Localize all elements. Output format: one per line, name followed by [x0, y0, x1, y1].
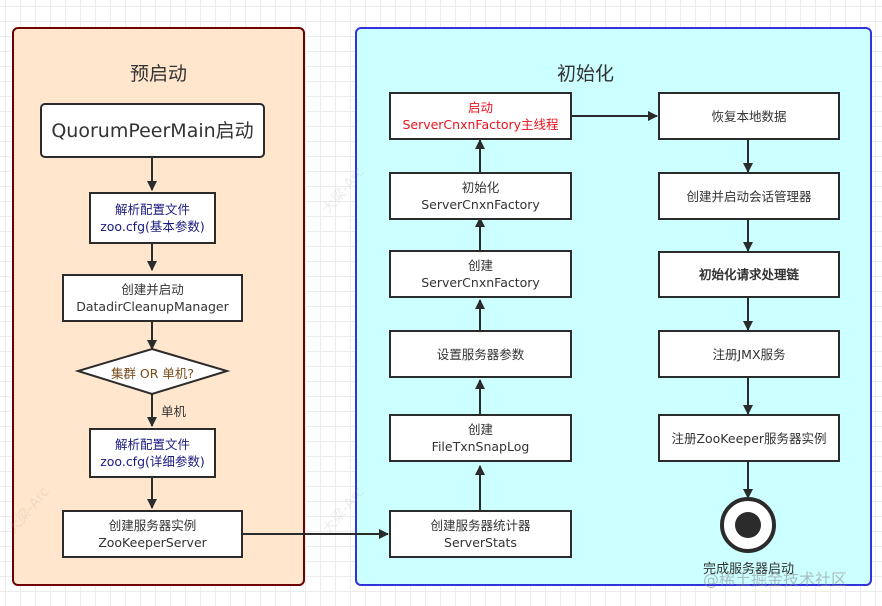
node-label: DatadirCleanupManager: [76, 299, 229, 314]
node-label: 启动: [467, 100, 493, 115]
node-parse-config-basic: 解析配置文件 zoo.cfg(基本参数): [89, 192, 216, 244]
node-request-processor-chain: 初始化请求处理链: [658, 251, 840, 298]
node-label: 注册ZooKeeper服务器实例: [671, 430, 827, 446]
node-register-jmx: 注册JMX服务: [658, 330, 840, 378]
node-create-server-stats: 创建服务器统计器 ServerStats: [389, 510, 572, 558]
node-register-zk-instance: 注册ZooKeeper服务器实例: [658, 414, 840, 462]
node-label: 解析配置文件: [114, 437, 190, 452]
node-create-filetxnsnaplog: 创建 FileTxnSnapLog: [389, 414, 572, 462]
end-node-label: 完成服务器启动: [703, 562, 795, 577]
node-label: ServerCnxnFactory: [421, 197, 540, 212]
init-title: 初始化: [557, 63, 615, 85]
node-label: QuorumPeerMain启动: [51, 119, 254, 142]
node-label: 恢复本地数据: [711, 108, 787, 124]
node-quorum-peer-main: QuorumPeerMain启动: [40, 103, 265, 158]
node-label: 初始化: [461, 180, 500, 195]
node-label: 创建服务器实例: [108, 518, 197, 533]
node-create-zk-server: 创建服务器实例 ZooKeeperServer: [62, 510, 243, 558]
node-parse-config-detail: 解析配置文件 zoo.cfg(详细参数): [89, 428, 216, 478]
node-restore-local-data: 恢复本地数据: [658, 92, 840, 140]
node-label: 解析配置文件: [114, 202, 190, 217]
node-label: 创建: [467, 422, 493, 437]
node-label: 创建服务器统计器: [430, 518, 531, 533]
node-label: ZooKeeperServer: [98, 535, 207, 550]
node-set-server-params: 设置服务器参数: [389, 330, 572, 378]
node-label: ServerStats: [444, 535, 517, 550]
node-label: 注册JMX服务: [712, 346, 786, 362]
node-label: 创建并启动: [121, 282, 184, 297]
node-label: zoo.cfg(详细参数): [100, 454, 205, 469]
site-watermark: @稀土掘金技术社区: [703, 570, 848, 589]
edge-label-standalone: 单机: [161, 404, 187, 419]
node-create-cnxn-factory: 创建 ServerCnxnFactory: [389, 250, 572, 298]
node-datadir-cleanup: 创建并启动 DatadirCleanupManager: [62, 274, 243, 322]
prestart-title: 预启动: [129, 63, 187, 85]
node-label: zoo.cfg(基本参数): [100, 219, 205, 234]
node-start-cnxn-factory: 启动 ServerCnxnFactory主线程: [389, 92, 572, 140]
node-label: 创建: [467, 258, 493, 273]
node-label: 设置服务器参数: [436, 346, 525, 362]
node-init-cnxn-factory: 初始化 ServerCnxnFactory: [389, 172, 572, 220]
node-label: ServerCnxnFactory: [421, 275, 540, 290]
node-label: FileTxnSnapLog: [431, 439, 530, 454]
node-label: 创建并启动会话管理器: [686, 188, 812, 204]
end-node-inner: [735, 512, 761, 538]
node-session-manager: 创建并启动会话管理器: [658, 172, 840, 220]
decision-label: 集群 OR 单机?: [110, 366, 195, 381]
node-label: ServerCnxnFactory主线程: [402, 117, 559, 132]
decision-diamond: [74, 347, 231, 396]
node-label: 初始化请求处理链: [698, 267, 799, 282]
